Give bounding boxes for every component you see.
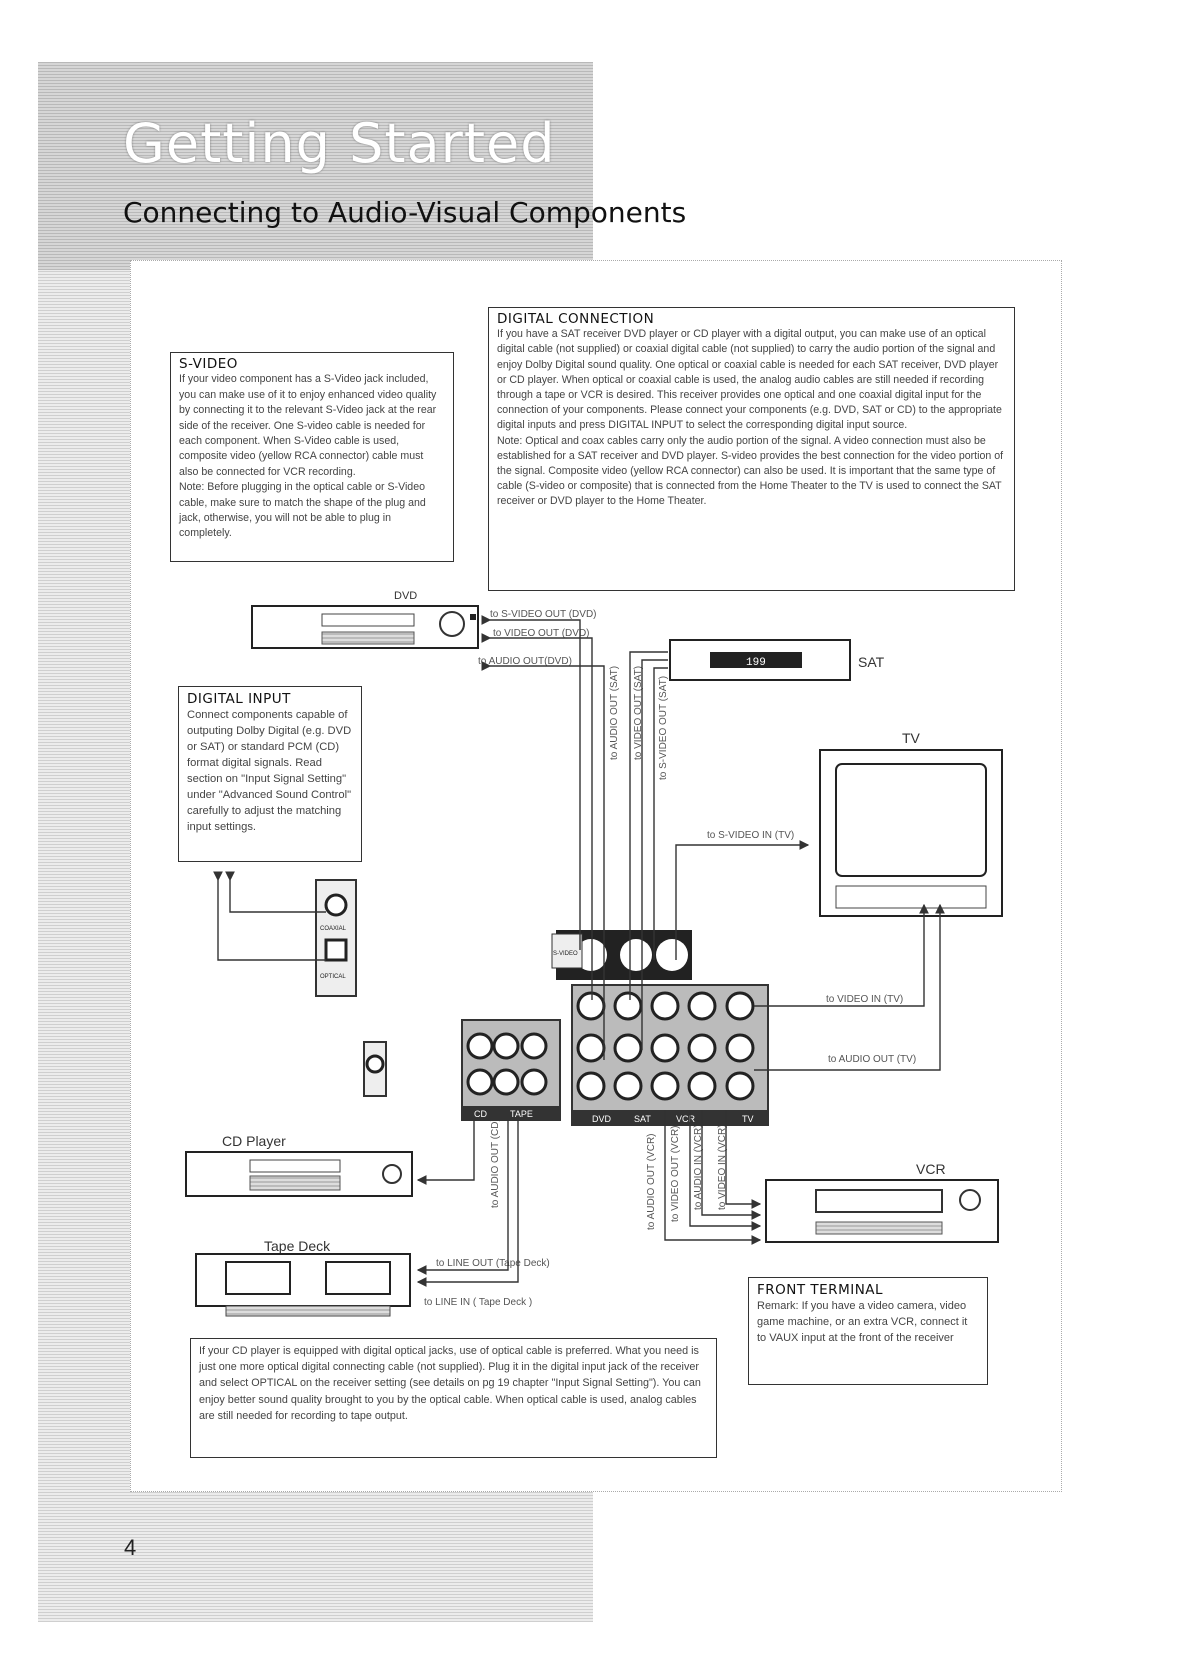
label-tv-audio: to AUDIO OUT (TV) [828, 1054, 917, 1065]
tape-deck [195, 1253, 411, 1317]
front-terminal-text: Remark: If you have a video camera, vide… [757, 1300, 968, 1344]
page-title: Getting Started [123, 112, 556, 175]
digital-connection-box: DIGITAL CONNECTION If you have a SAT rec… [488, 307, 1015, 591]
s-video-note: Note: Before plugging in the optical cab… [179, 481, 426, 540]
jack-label-tape: TAPE [510, 1109, 533, 1119]
s-video-box: S-VIDEO If your video component has a S-… [170, 352, 454, 562]
jack-label-dvd: DVD [592, 1114, 612, 1124]
label-dvd-audio: to AUDIO OUT(DVD) [478, 656, 572, 667]
jack-label-vcr: VCR [676, 1114, 696, 1124]
cd-note-box: If your CD player is equipped with digit… [190, 1338, 717, 1458]
page-number: 4 [124, 1535, 137, 1560]
label-tape-in: to LINE IN ( Tape Deck ) [424, 1297, 533, 1308]
front-terminal-heading: FRONT TERMINAL [757, 1282, 884, 1298]
digital-connection-text: If you have a SAT receiver DVD player or… [497, 328, 1002, 432]
jack-label-cd: CD [474, 1109, 487, 1119]
label-tape-out: to LINE OUT (Tape Deck) [436, 1258, 550, 1269]
label-tv-video: to VIDEO IN (TV) [826, 994, 904, 1005]
label-tv-svideo: to S-VIDEO IN (TV) [707, 830, 795, 841]
digital-connection-heading: DIGITAL CONNECTION [497, 311, 655, 327]
digital-connection-note: Note: Optical and coax cables carry only… [497, 434, 1004, 508]
tv [819, 749, 1003, 917]
s-video-text: If your video component has a S-Video ja… [179, 373, 437, 478]
page-subtitle: Connecting to Audio-Visual Components [123, 196, 687, 229]
digital-input-heading: DIGITAL INPUT [187, 691, 291, 707]
digital-input-text: Connect components capable of outputing … [187, 709, 352, 833]
label-dvd-svideo: to S-VIDEO OUT (DVD) [490, 609, 597, 620]
optical-jack-icon [324, 938, 348, 962]
cables [213, 615, 945, 1287]
svideo-jack-label: S-VIDEO [553, 951, 578, 957]
cd-note-text: If your CD player is equipped with digit… [199, 1345, 701, 1422]
label-dvd-video: to VIDEO OUT (DVD) [493, 628, 590, 639]
coaxial-jack-label: COAXIAL [320, 926, 347, 932]
vcr-label: VCR [916, 1161, 946, 1177]
front-terminal-box: FRONT TERMINAL Remark: If you have a vid… [748, 1277, 988, 1385]
tv-label: TV [902, 730, 920, 746]
digital-input-jacks: COAXIAL OPTICAL S-VIDEO [315, 879, 583, 1097]
cd-player [185, 1151, 413, 1197]
s-video-heading: S-VIDEO [179, 356, 238, 372]
dvd-label: DVD [394, 590, 418, 602]
jack-label-tv: TV [742, 1114, 754, 1124]
receiver-rear-panel: DVD SAT VCR TV CD TAPE [461, 930, 769, 1126]
header-band [38, 62, 593, 270]
tape-deck-label: Tape Deck [264, 1238, 331, 1254]
sat-label: SAT [858, 654, 885, 670]
digital-input-box: DIGITAL INPUT Connect components capable… [178, 686, 362, 862]
coaxial-jack-icon [324, 893, 348, 917]
sat-display: 199 [746, 657, 766, 669]
optical-jack-label: OPTICAL [320, 974, 346, 980]
dvd-player [251, 605, 479, 649]
vcr [765, 1179, 999, 1243]
cd-player-label: CD Player [222, 1133, 286, 1149]
sat-receiver: 199 [669, 639, 851, 681]
jack-label-sat: SAT [634, 1114, 651, 1124]
